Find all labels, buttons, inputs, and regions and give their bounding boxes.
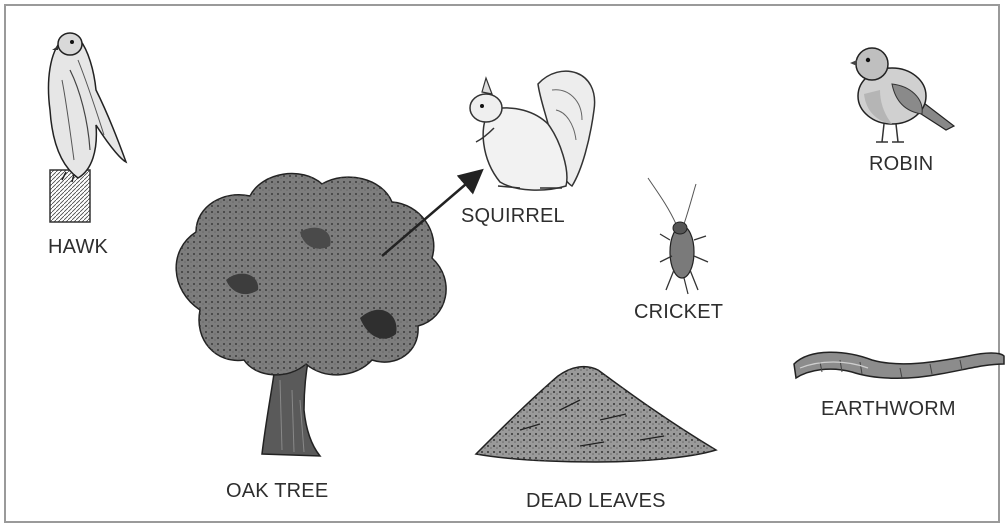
dead-leaves-illustration [476,367,716,462]
label-squirrel: SQUIRREL [461,205,565,228]
label-earthworm: EARTHWORM [821,398,956,421]
oak-tree-illustration [176,174,446,456]
label-dead-leaves: DEAD LEAVES [526,490,666,513]
robin-illustration [850,48,954,142]
earthworm-illustration [794,352,1004,378]
label-hawk: HAWK [48,236,108,259]
cricket-illustration [648,178,708,294]
label-oak-tree: OAK TREE [226,480,328,503]
label-robin: ROBIN [869,153,933,176]
hawk-illustration [49,33,127,222]
label-cricket: CRICKET [634,301,723,324]
squirrel-illustration [470,71,595,190]
